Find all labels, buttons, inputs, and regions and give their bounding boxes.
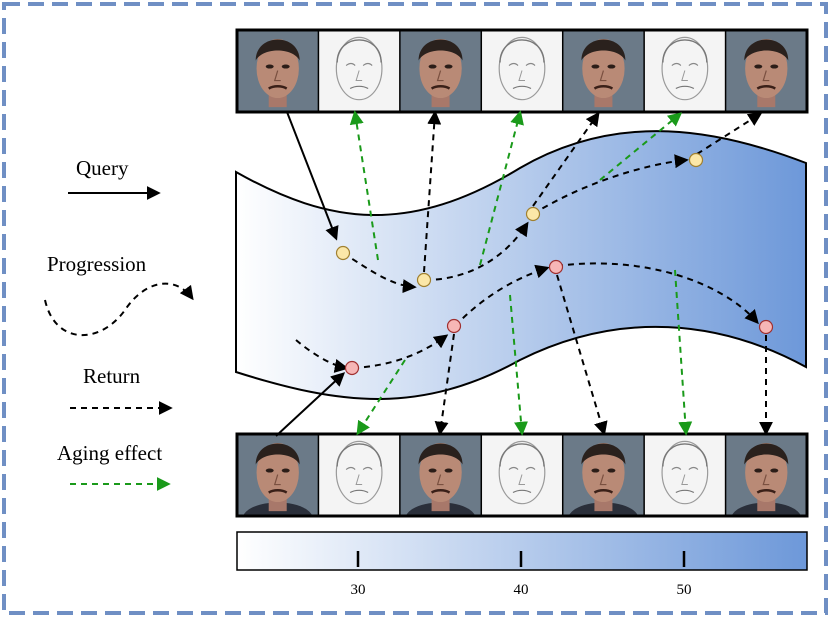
return-node bbox=[758, 319, 774, 335]
age-tick-label: 40 bbox=[514, 582, 529, 598]
return-arrow bbox=[423, 110, 442, 273]
face-photo bbox=[725, 30, 807, 112]
edge-map-image bbox=[481, 30, 563, 112]
return-node bbox=[344, 360, 360, 376]
aging-effect-arrow bbox=[674, 269, 693, 436]
progression-path-upper bbox=[532, 154, 689, 215]
age-axis-ticks: 30 40 50 bbox=[351, 551, 692, 598]
edge-map-image bbox=[644, 434, 726, 516]
age-tick-label: 50 bbox=[677, 582, 692, 598]
progression-path-lower bbox=[454, 264, 550, 327]
edge-map-image bbox=[481, 434, 563, 516]
progression-path-upper bbox=[424, 221, 529, 281]
progression-path-lower bbox=[295, 339, 349, 373]
face-photo bbox=[237, 434, 319, 516]
top-face-strip bbox=[235, 28, 809, 114]
return-arrow bbox=[696, 112, 763, 155]
progression-node bbox=[688, 152, 704, 168]
bottom-face-strip bbox=[235, 432, 809, 518]
age-tick-label: 30 bbox=[351, 582, 366, 598]
progression-path-lower bbox=[352, 334, 449, 369]
edge-map-image bbox=[318, 30, 400, 112]
progression-node bbox=[416, 272, 432, 288]
legend-return-label: Return bbox=[83, 364, 141, 388]
progression-node bbox=[335, 245, 351, 261]
face-photo bbox=[725, 434, 807, 516]
legend-progression-label: Progression bbox=[47, 252, 147, 276]
face-photo bbox=[399, 30, 482, 112]
face-photo bbox=[237, 30, 319, 112]
return-node bbox=[446, 318, 462, 334]
legend-aging-effect-label: Aging effect bbox=[57, 441, 163, 465]
edge-map-image bbox=[644, 30, 726, 112]
legend-query-label: Query bbox=[76, 156, 129, 180]
aging-manifold bbox=[235, 130, 807, 400]
aging-effect-arrow bbox=[479, 110, 524, 266]
aging-effect-arrow bbox=[509, 294, 529, 436]
progression-node bbox=[525, 206, 541, 222]
query-arrow bbox=[286, 111, 339, 241]
return-arrow bbox=[532, 111, 600, 207]
face-photo bbox=[562, 434, 645, 516]
face-photo bbox=[562, 30, 645, 112]
aging-effect-arrow bbox=[349, 110, 379, 261]
return-node bbox=[548, 259, 564, 275]
edge-map-image bbox=[318, 434, 400, 516]
query-arrow bbox=[275, 372, 346, 437]
return-arrow bbox=[434, 333, 455, 436]
progression-legend-curve bbox=[44, 282, 194, 336]
return-arrow bbox=[556, 274, 608, 436]
face-photo bbox=[399, 434, 482, 516]
aging-effect-arrow bbox=[356, 359, 406, 436]
